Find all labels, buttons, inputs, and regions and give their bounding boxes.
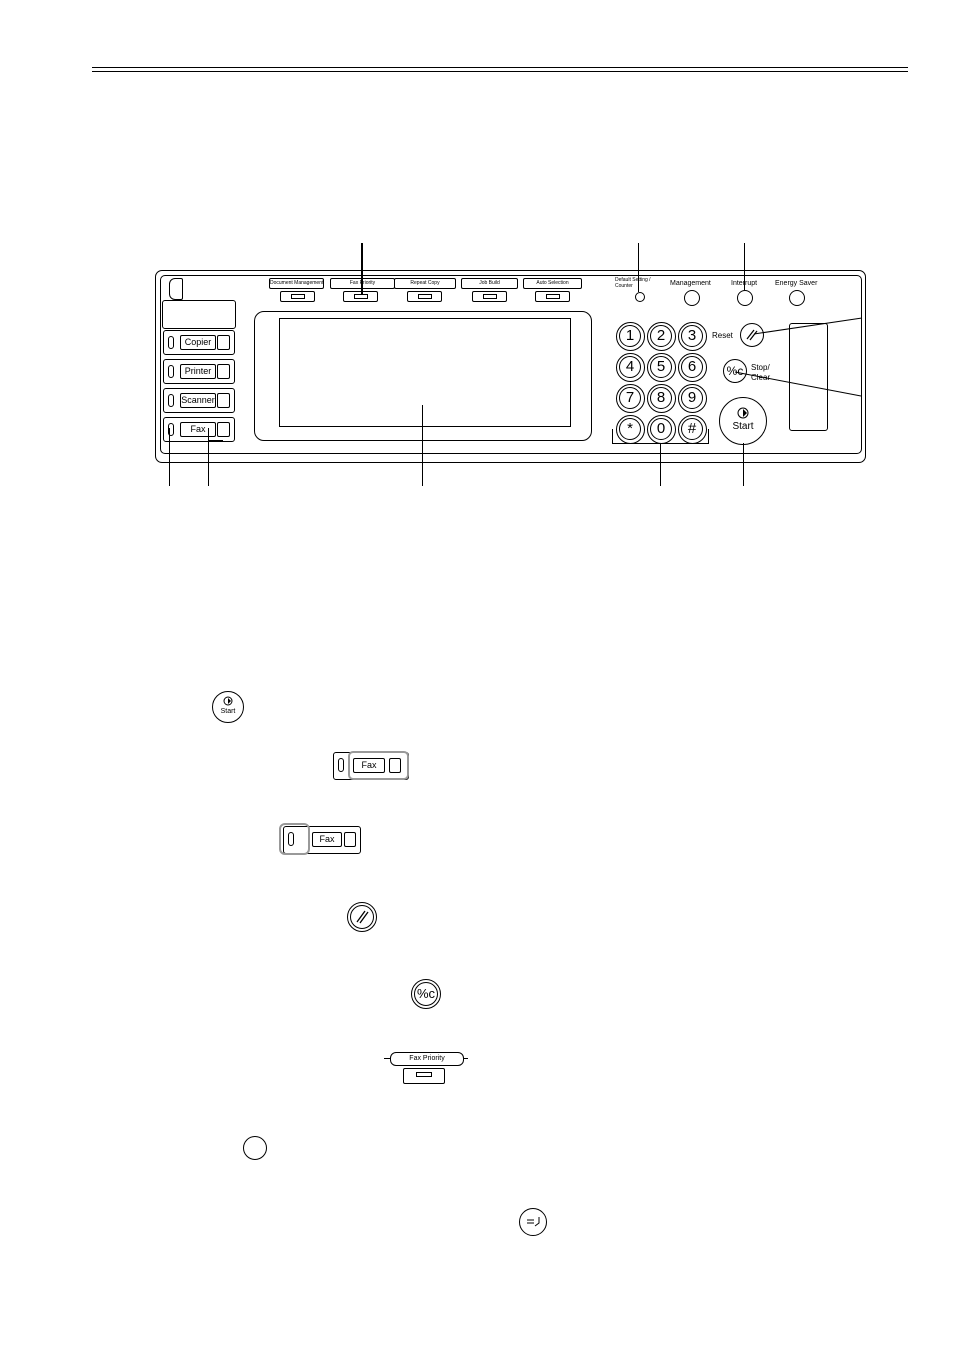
document-management-button[interactable]: [280, 291, 315, 302]
top-rule: [92, 67, 908, 68]
copier-label: Copier: [180, 335, 216, 350]
fax-indicator-icon: Fax: [279, 823, 361, 855]
interrupt-symbol-icon: [527, 1217, 540, 1227]
key-5[interactable]: 5: [647, 353, 676, 382]
fax-indicator-highlight: [279, 823, 310, 855]
start-label: Start: [732, 421, 754, 432]
energy-saver-button[interactable]: [789, 290, 805, 306]
panel-outline: [155, 270, 866, 463]
key-2[interactable]: 2: [647, 322, 676, 351]
start-key-icon: Start: [212, 691, 244, 723]
printer-mode-key[interactable]: Printer: [163, 359, 235, 384]
leader-fax-indicator: [169, 428, 170, 486]
reset-icon: [746, 329, 758, 341]
key-1[interactable]: 1: [616, 322, 645, 351]
scanner-label: Scanner: [180, 393, 216, 408]
leader-default-setting: [638, 243, 639, 292]
fax-key-highlight: [348, 751, 409, 780]
start-button[interactable]: Start: [719, 397, 767, 445]
panel-inner-outline: [160, 275, 862, 454]
start-symbol-icon: [223, 696, 233, 706]
scanner-mode-key[interactable]: Scanner: [163, 388, 235, 413]
top-rule-2: [92, 71, 908, 72]
fax-label: Fax: [180, 422, 216, 437]
default-setting-key-icon: [243, 1136, 267, 1160]
key-8[interactable]: 8: [647, 384, 676, 413]
clear-label: Clear: [751, 373, 771, 382]
copier-icon: [217, 335, 230, 350]
reset-key-icon: [347, 902, 377, 932]
stop-clear-key-symbol: %c: [416, 986, 436, 1001]
copier-indicator: [168, 336, 174, 349]
leader-start: [743, 443, 744, 486]
copier-mode-key[interactable]: Copier: [163, 330, 235, 355]
touch-panel-bezel: [254, 311, 592, 441]
printer-label: Printer: [180, 364, 216, 379]
key-4[interactable]: 4: [616, 353, 645, 382]
job-build-button[interactable]: [472, 291, 507, 302]
stop-clear-button[interactable]: %c: [723, 359, 747, 383]
default-setting-label: Default Setting / Counter: [615, 277, 651, 289]
tab-fax-priority: Fax Priority: [330, 278, 395, 289]
fax-mode-key[interactable]: Fax: [163, 417, 235, 442]
fax-key-icon: Fax: [333, 751, 409, 780]
tab-auto-selection: Auto Selection: [523, 278, 582, 289]
stop-clear-icon: %c: [726, 364, 744, 378]
auto-selection-button[interactable]: [535, 291, 570, 302]
printer-indicator: [168, 365, 174, 378]
leader-fax-box: [208, 440, 223, 441]
message-display: [162, 300, 236, 329]
reset-button[interactable]: [740, 323, 764, 347]
start-icon: [737, 407, 749, 419]
leader-keypad: [660, 443, 661, 486]
leader-fax-priority: [361, 243, 363, 295]
key-0[interactable]: 0: [647, 415, 676, 444]
leader-touch-panel: [422, 405, 423, 486]
tab-job-build: Job Build: [461, 278, 518, 289]
scanner-indicator: [168, 394, 174, 407]
energy-saver-label: Energy Saver: [775, 280, 818, 287]
key-6[interactable]: 6: [678, 353, 707, 382]
leader-reset: [753, 317, 863, 335]
key-star[interactable]: *: [616, 415, 645, 444]
reset-label: Reset: [712, 331, 733, 340]
repeat-copy-button[interactable]: [407, 291, 442, 302]
key-3[interactable]: 3: [678, 322, 707, 351]
management-label: Management: [670, 280, 711, 287]
key-7[interactable]: 7: [616, 384, 645, 413]
default-setting-button[interactable]: [635, 292, 645, 302]
stop-label: Stop/: [751, 363, 770, 372]
fax-indicator: [168, 423, 174, 436]
tab-repeat-copy: Repeat Copy: [394, 278, 456, 289]
interrupt-key-icon: [519, 1208, 547, 1236]
fax-priority-key-label: Fax Priority: [409, 1055, 445, 1062]
fax-icon: [217, 422, 230, 437]
leader-fax-key: [208, 428, 209, 486]
leader-stop-clear: [734, 371, 862, 397]
management-button[interactable]: [684, 290, 700, 306]
key-9[interactable]: 9: [678, 384, 707, 413]
key-hash[interactable]: #: [678, 415, 707, 444]
tab-document-management: Document Management: [269, 278, 324, 289]
printer-icon: [217, 364, 230, 379]
leader-interrupt: [744, 243, 745, 290]
touch-panel-screen[interactable]: [279, 318, 571, 427]
stop-clear-key-icon: %c: [411, 979, 441, 1009]
scanner-icon: [217, 393, 230, 408]
fax-key-label: Fax: [353, 758, 385, 773]
start-key-label: Start: [220, 708, 236, 715]
interrupt-button[interactable]: [737, 290, 753, 306]
right-display-window: [789, 323, 828, 431]
knob-icon: [169, 278, 183, 300]
fax-indicator-key-label: Fax: [312, 832, 342, 847]
reset-slash-icon: [356, 910, 369, 924]
